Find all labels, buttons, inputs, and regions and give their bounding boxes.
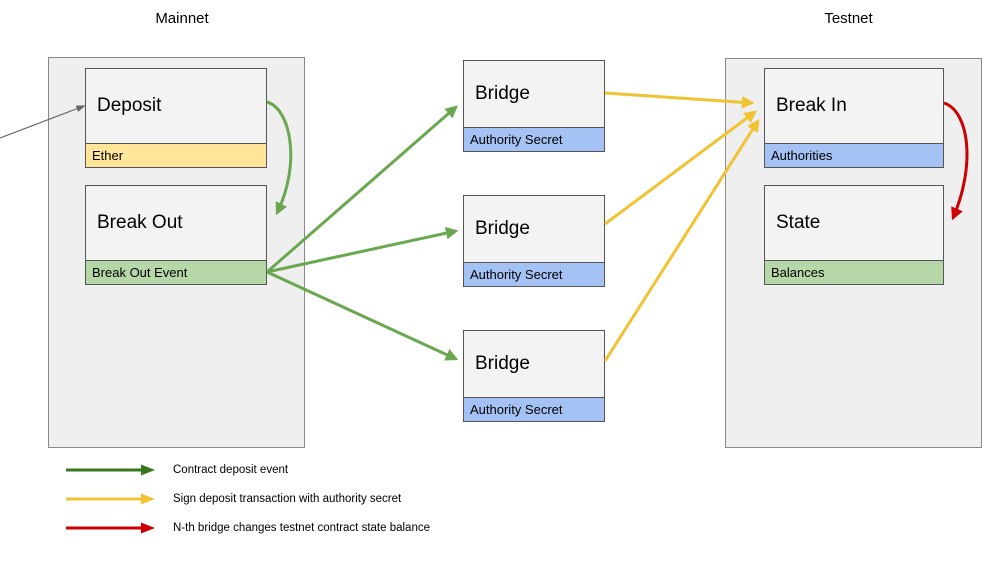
testnet-region-label: Testnet — [824, 10, 873, 27]
node-bridge-2: Bridge Authority Secret — [463, 195, 605, 287]
legend-yellow-arrow-head — [141, 493, 155, 505]
legend-label-red: N-th bridge changes testnet contract sta… — [173, 522, 430, 534]
legend-red-arrow-icon — [66, 522, 155, 534]
node-bridge-3-title: Bridge — [475, 353, 530, 374]
node-break-out-title: Break Out — [97, 212, 183, 233]
node-deposit-band: Ether — [86, 143, 266, 167]
node-deposit-title: Deposit — [97, 95, 162, 116]
node-break-out-band: Break Out Event — [86, 260, 266, 284]
node-bridge-2-title: Bridge — [475, 218, 530, 239]
node-bridge-3-band: Authority Secret — [464, 397, 604, 421]
legend-green-arrow-head — [141, 464, 155, 476]
node-state-band: Balances — [765, 260, 943, 284]
legend-label-yellow: Sign deposit transaction with authority … — [173, 493, 402, 505]
node-bridge-1-title: Bridge — [475, 83, 530, 104]
node-break-out: Break Out Break Out Event — [85, 185, 267, 285]
legend: Contract deposit event Sign deposit tran… — [65, 458, 430, 545]
legend-row-red: N-th bridge changes testnet contract sta… — [65, 516, 430, 540]
node-break-in-band: Authorities — [765, 143, 943, 167]
node-bridge-1-band: Authority Secret — [464, 127, 604, 151]
node-bridge-3: Bridge Authority Secret — [463, 330, 605, 422]
legend-row-green: Contract deposit event — [65, 458, 430, 482]
node-bridge-1: Bridge Authority Secret — [463, 60, 605, 152]
node-state: State Balances — [764, 185, 944, 285]
legend-row-yellow: Sign deposit transaction with authority … — [65, 487, 430, 511]
legend-yellow-arrow-icon — [66, 493, 155, 505]
legend-red-arrow-head — [141, 522, 155, 534]
node-break-in: Break In Authorities — [764, 68, 944, 168]
node-bridge-2-band: Authority Secret — [464, 262, 604, 286]
node-deposit: Deposit Ether — [85, 68, 267, 168]
mainnet-region-label: Mainnet — [155, 10, 209, 27]
node-break-in-title: Break In — [776, 95, 847, 116]
legend-green-arrow-icon — [66, 464, 155, 476]
node-state-title: State — [776, 212, 821, 233]
legend-label-green: Contract deposit event — [173, 464, 289, 476]
